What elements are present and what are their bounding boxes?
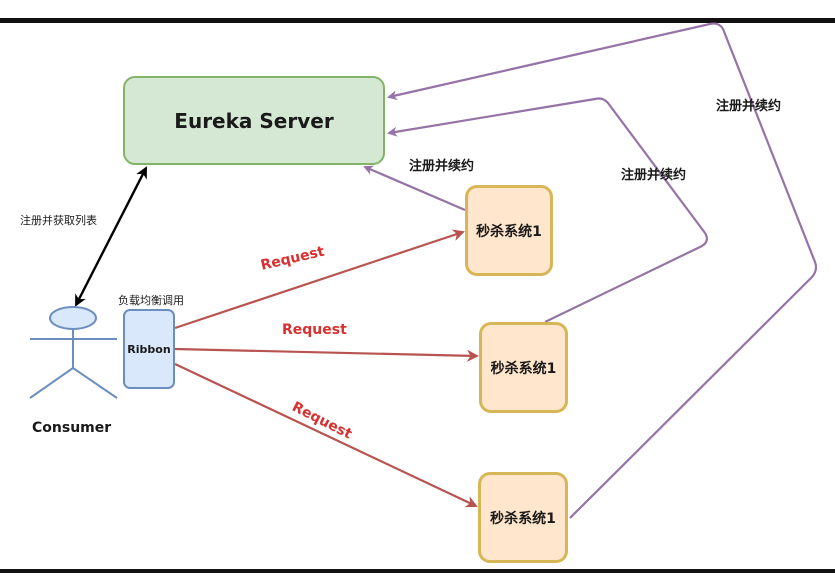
consumer-actor-icon [29, 306, 118, 399]
service-node-label: 秒杀系统1 [490, 360, 557, 377]
eureka-server-node: Eureka Server [123, 76, 385, 165]
top-border-rule [0, 18, 835, 23]
register-renew-label-3: 注册并续约 [716, 99, 782, 114]
register-edge-service-1 [363, 165, 466, 212]
consumer-label: Consumer [32, 420, 112, 436]
eureka-server-label: Eureka Server [174, 108, 334, 133]
request-edge-2 [174, 347, 479, 362]
register-fetch-list-label: 注册并获取列表 [20, 214, 97, 227]
register-renew-label-1: 注册并续约 [409, 159, 475, 174]
register-fetch-edge [74, 166, 148, 307]
service-node-2: 秒杀系统1 [479, 322, 568, 413]
request-edge-3 [174, 363, 478, 508]
load-balance-call-label: 负载均衡调用 [118, 294, 184, 307]
request-edge-1 [174, 229, 465, 330]
ribbon-node: Ribbon [123, 309, 175, 389]
service-node-3: 秒杀系统1 [478, 472, 568, 563]
register-edge-service-3 [387, 22, 818, 519]
ribbon-label: Ribbon [127, 342, 171, 356]
service-node-label: 秒杀系统1 [490, 510, 556, 527]
register-renew-label-2: 注册并续约 [621, 168, 687, 183]
register-edge-service-2 [387, 97, 709, 323]
service-node-1: 秒杀系统1 [465, 185, 553, 276]
bottom-border-rule [0, 569, 835, 573]
request-label-2: Request [282, 322, 347, 338]
service-node-label: 秒杀系统1 [476, 223, 542, 240]
